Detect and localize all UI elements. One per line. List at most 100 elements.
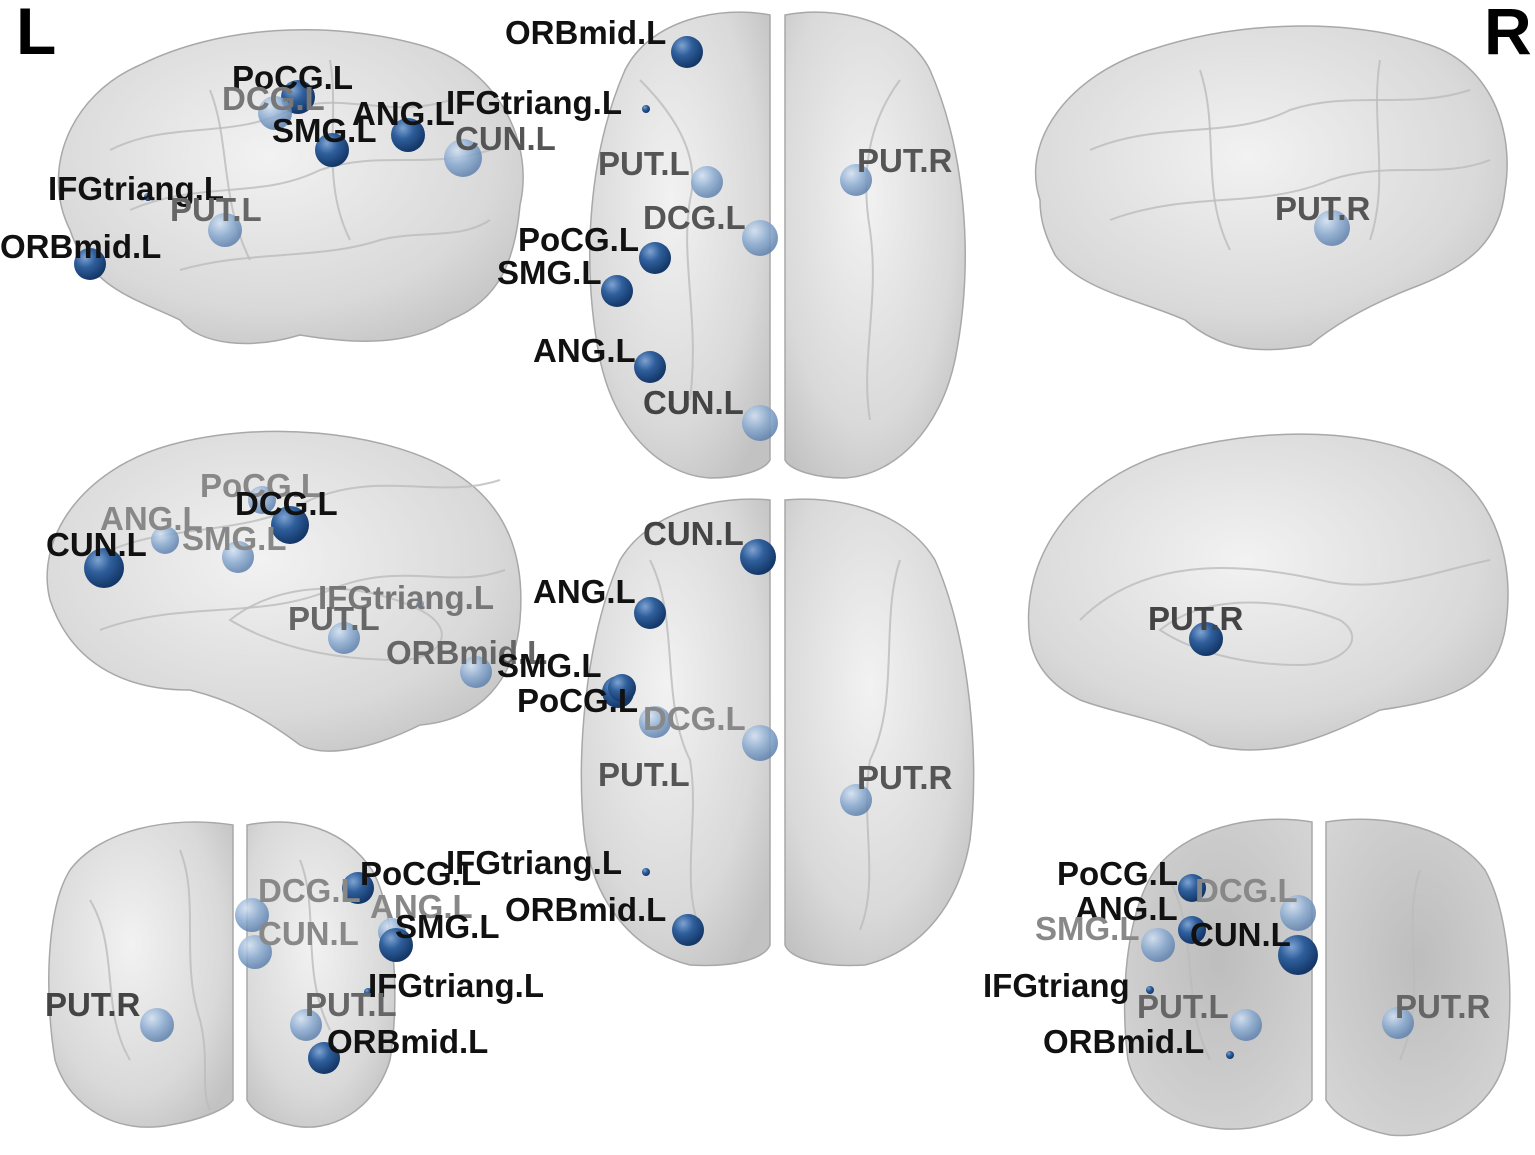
node-lateral-right-1 [1314, 210, 1350, 246]
left-hemisphere-marker: L [16, 0, 57, 68]
node-label-posterior-2: DCG.L [1195, 872, 1298, 909]
node-label-ventral-4: PoCG.L [517, 682, 638, 719]
node-anterior-1 [342, 872, 374, 904]
brain-medial-left [46, 430, 522, 752]
node-dorsal-8 [634, 351, 666, 383]
gyrus-fold-18 [859, 559, 901, 931]
gyrus-fold-22 [1169, 879, 1211, 1061]
gyrus-fold-14 [228, 587, 443, 662]
node-label-dorsal-2: IFGtriang.L [446, 84, 622, 121]
node-label-medial-left-1: PoCG.L [200, 467, 321, 504]
gyrus-fold-3 [179, 219, 491, 271]
node-medial-left-4 [222, 541, 254, 573]
node-label-medial-left-8: ORBmid.L [386, 634, 547, 671]
node-posterior-4 [1278, 935, 1318, 975]
node-anterior-2 [235, 898, 269, 932]
node-label-posterior-4: CUN.L [1190, 916, 1291, 953]
node-label-posterior-6: IFGtriang [983, 967, 1130, 1004]
node-posterior-5 [1141, 928, 1175, 962]
node-label-dorsal-4: PUT.R [857, 142, 953, 179]
node-ventral-9 [672, 914, 704, 946]
node-label-anterior-1: PoCG.L [360, 855, 481, 892]
node-medial-left-2 [271, 506, 309, 544]
node-ventral-7 [840, 784, 872, 816]
node-posterior-8 [1382, 1007, 1414, 1039]
node-lateral-left-4 [315, 133, 349, 167]
node-lateral-left-7 [208, 213, 242, 247]
node-label-ventral-6: PUT.L [598, 756, 690, 793]
gyrus-fold-13 [99, 569, 506, 631]
node-anterior-5 [379, 928, 413, 962]
node-medial-left-8 [460, 656, 492, 688]
node-label-dorsal-5: DCG.L [643, 199, 746, 236]
gyrus-fold-9 [1109, 159, 1491, 221]
gyrus-fold-7 [865, 79, 901, 421]
gyrus-fold-10 [1199, 69, 1231, 251]
node-label-dorsal-8: ANG.L [533, 332, 636, 369]
node-label-medial-left-6: IFGtriang.L [318, 579, 494, 616]
node-label-ventral-1: CUN.L [643, 515, 744, 552]
brain-posterior-left [1123, 818, 1313, 1130]
node-medial-left-3 [151, 526, 179, 554]
brain-nodes [74, 36, 1414, 1074]
node-medial-left-5 [84, 548, 124, 588]
node-anterior-8 [290, 1009, 322, 1041]
node-dorsal-6 [639, 242, 671, 274]
node-posterior-9 [1226, 1051, 1234, 1059]
gyrus-fold-20 [179, 849, 211, 1111]
node-label-lateral-left-1: PoCG.L [232, 59, 353, 96]
node-label-anterior-9: ORBmid.L [327, 1023, 488, 1060]
node-medial-right-1 [1189, 622, 1223, 656]
node-label-lateral-right-1: PUT.R [1275, 190, 1371, 227]
node-label-lateral-left-3: ANG.L [352, 95, 455, 132]
brain-medial-right [1027, 433, 1509, 751]
node-dorsal-5 [742, 220, 778, 256]
node-label-medial-left-2: DCG.L [235, 485, 338, 522]
node-lateral-left-3 [391, 118, 425, 152]
node-label-medial-right-1: PUT.R [1148, 600, 1244, 637]
node-label-dorsal-7: SMG.L [497, 254, 602, 291]
node-dorsal-7 [601, 275, 633, 307]
node-label-anterior-3: ANG.L [370, 888, 473, 925]
node-label-ventral-2: ANG.L [533, 573, 636, 610]
node-lateral-left-6 [144, 193, 152, 201]
node-label-posterior-5: SMG.L [1035, 910, 1140, 947]
node-label-dorsal-1: ORBmid.L [505, 14, 666, 51]
node-label-ventral-5: DCG.L [643, 700, 746, 737]
gyrus-fold-6 [639, 79, 694, 401]
node-dorsal-3 [691, 166, 723, 198]
node-label-lateral-left-4: SMG.L [272, 112, 377, 149]
node-ventral-8 [642, 868, 650, 876]
brain-dorsal-left [589, 11, 771, 479]
node-label-medial-left-7: PUT.L [288, 600, 380, 637]
node-label-ventral-3: SMG.L [497, 647, 602, 684]
node-anterior-9 [308, 1042, 340, 1074]
node-dorsal-4 [840, 164, 872, 196]
node-posterior-2 [1280, 895, 1316, 931]
node-ventral-5 [639, 706, 671, 738]
gyrus-fold-11 [1369, 59, 1381, 241]
node-label-medial-left-3: ANG.L [100, 500, 203, 537]
node-lateral-left-2 [258, 96, 292, 130]
node-medial-left-7 [328, 622, 360, 654]
brain-surfaces [46, 11, 1511, 1137]
node-ventral-6 [742, 725, 778, 761]
gyrus-fold-15 [1079, 559, 1491, 621]
brain-anterior-left [48, 821, 234, 1128]
node-label-posterior-8: PUT.R [1395, 988, 1491, 1025]
node-label-dorsal-6: PoCG.L [518, 221, 639, 258]
node-dorsal-1 [671, 36, 703, 68]
gyrus-fold-2 [129, 149, 491, 211]
node-label-anterior-2: DCG.L [258, 872, 361, 909]
node-label-posterior-3: ANG.L [1075, 890, 1178, 927]
right-hemisphere-marker: R [1484, 0, 1532, 68]
node-label-anterior-8: PUT.L [305, 986, 397, 1023]
node-ventral-1 [740, 539, 776, 575]
node-label-posterior-7: PUT.L [1137, 988, 1229, 1025]
node-label-posterior-9: ORBmid.L [1043, 1023, 1204, 1060]
node-label-dorsal-9: CUN.L [643, 384, 744, 421]
node-label-lateral-left-7: PUT.L [170, 191, 262, 228]
node-lateral-left-8 [74, 248, 106, 280]
